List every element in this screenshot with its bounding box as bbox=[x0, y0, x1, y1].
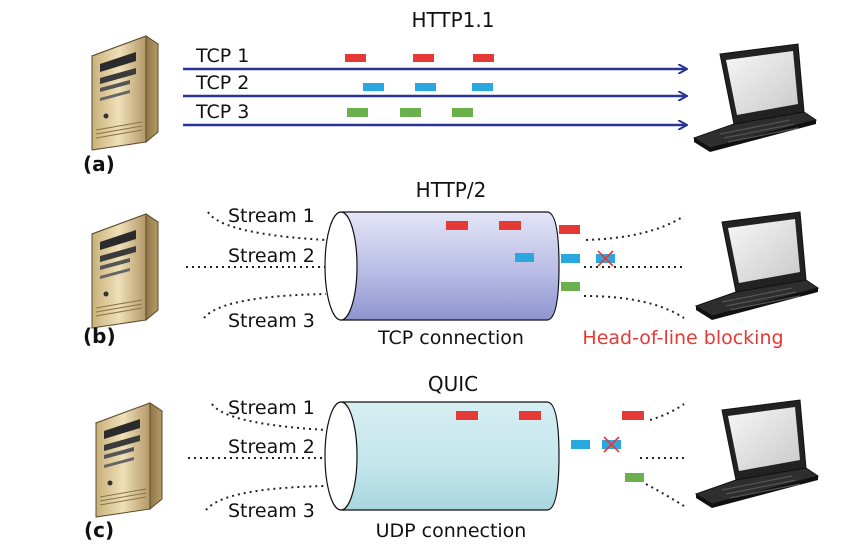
packet-red bbox=[456, 411, 478, 420]
stream-1-path bbox=[207, 211, 327, 241]
packet-blue bbox=[472, 83, 493, 91]
packet-blue bbox=[571, 440, 590, 449]
panel-c-title: QUIC bbox=[428, 372, 478, 396]
tcp-label-3: TCP 3 bbox=[195, 101, 249, 123]
stream-1-label: Stream 1 bbox=[228, 397, 315, 419]
tcp-label-1: TCP 1 bbox=[195, 45, 249, 67]
packet-green bbox=[452, 108, 473, 117]
packet-red bbox=[499, 221, 521, 230]
tcp-connection-label: TCP connection bbox=[377, 327, 524, 349]
lost-packet-x-icon bbox=[602, 436, 621, 453]
panel-c-label: (c) bbox=[84, 518, 114, 542]
packet-green bbox=[347, 108, 368, 117]
panel-a-label: (a) bbox=[83, 152, 115, 176]
packet-red bbox=[559, 225, 580, 234]
packet-blue bbox=[363, 83, 384, 91]
lost-packet-x-icon bbox=[596, 250, 615, 267]
panel-b-label: (b) bbox=[83, 324, 116, 348]
packet-green bbox=[561, 282, 580, 291]
stream-2-label: Stream 2 bbox=[228, 245, 315, 267]
packet-red bbox=[473, 54, 494, 62]
packet-red bbox=[622, 411, 644, 420]
stream-3-exit-path bbox=[645, 483, 685, 507]
packet-blue bbox=[415, 83, 436, 91]
packet-blue bbox=[515, 253, 534, 262]
stream-3-exit-path bbox=[583, 295, 685, 319]
stream-1-label: Stream 1 bbox=[228, 205, 315, 227]
packet-blue bbox=[561, 254, 580, 263]
server-icon bbox=[95, 402, 163, 518]
laptop-icon bbox=[693, 43, 817, 153]
stream-3-label: Stream 3 bbox=[228, 500, 315, 522]
server-icon bbox=[91, 213, 159, 329]
stream-3-label: Stream 3 bbox=[228, 310, 315, 332]
stream-3-path bbox=[205, 485, 327, 511]
head-of-line-blocking-label: Head-of-line blocking bbox=[582, 327, 783, 349]
panel-b-title: HTTP/2 bbox=[416, 178, 487, 202]
stream-1-path bbox=[211, 403, 327, 431]
tcp-label-2: TCP 2 bbox=[195, 72, 249, 94]
packet-red bbox=[519, 411, 541, 420]
stream-1-exit-path bbox=[649, 403, 685, 421]
packet-red bbox=[345, 54, 366, 62]
udp-connection-label: UDP connection bbox=[376, 520, 527, 542]
udp-connection-pipe bbox=[324, 401, 560, 511]
stream-3-path bbox=[203, 293, 327, 319]
server-icon bbox=[91, 35, 159, 151]
panel-a-title: HTTP1.1 bbox=[412, 8, 495, 32]
packet-red bbox=[446, 221, 468, 230]
packet-green bbox=[400, 108, 421, 117]
packet-red bbox=[413, 54, 434, 62]
laptop-icon bbox=[695, 399, 819, 509]
tcp-connection-pipe bbox=[324, 211, 560, 321]
laptop-icon bbox=[695, 211, 819, 321]
stream-2-label: Stream 2 bbox=[228, 436, 315, 458]
stream-1-exit-path bbox=[585, 215, 685, 241]
packet-green bbox=[625, 473, 644, 482]
